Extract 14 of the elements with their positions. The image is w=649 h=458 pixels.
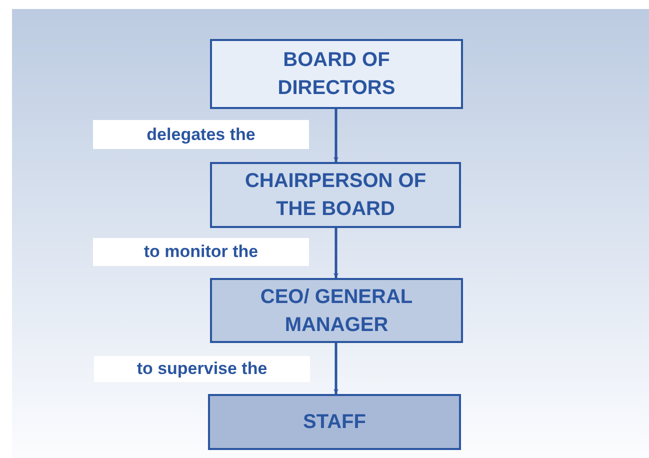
process-box <box>208 394 461 450</box>
box-title: CEO/ GENERAL MANAGER <box>259 284 414 338</box>
box-title: CHAIRPERSON OF THE BOARD <box>244 169 428 222</box>
edge-label: to supervise the <box>94 356 310 382</box>
edge-label: to monitor the <box>93 238 309 266</box>
process-box <box>210 162 461 228</box>
process-box <box>210 39 463 109</box>
edge-label: delegates the <box>93 120 309 149</box>
box-title: STAFF <box>303 410 366 435</box>
arrow <box>334 343 338 394</box>
box-title: BOARD OF DIRECTORS <box>276 48 396 101</box>
process-box <box>210 278 463 343</box>
arrow <box>334 109 338 162</box>
arrow <box>334 228 338 278</box>
